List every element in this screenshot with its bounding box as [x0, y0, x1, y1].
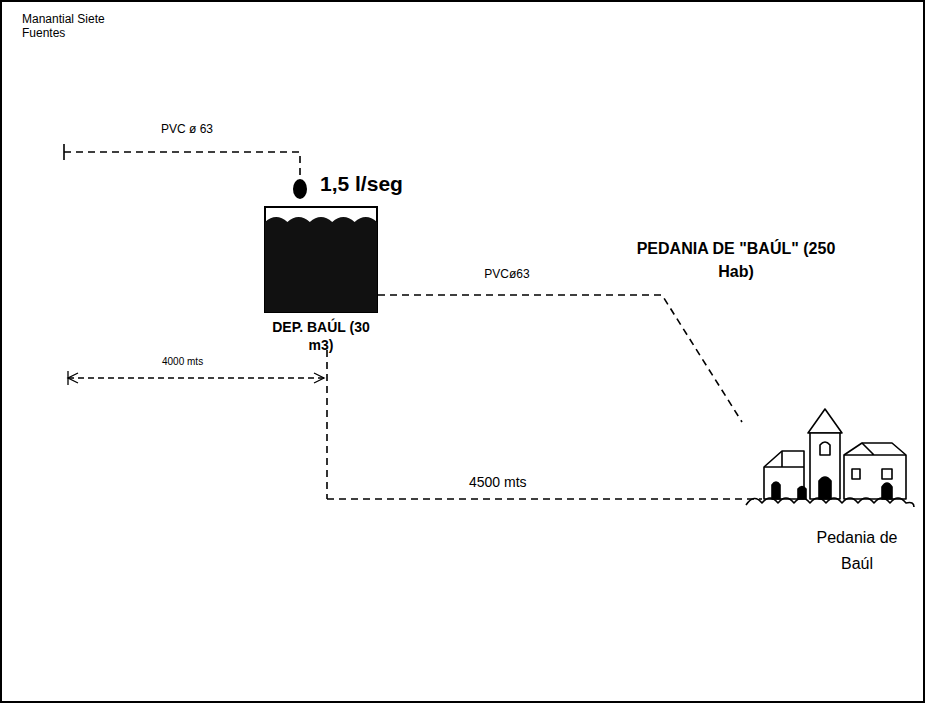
dimension-4500 [327, 350, 762, 499]
tank-node: DEP. BAÚL (30 m3) [264, 178, 378, 350]
dimension-4000 [68, 371, 324, 385]
village-illustration [746, 409, 914, 507]
tank-symbol [265, 179, 377, 312]
pipe-line [64, 152, 300, 178]
village-node: PEDANIA DE "BAÚL" (250 Hab)Pedania de Ba… [742, 407, 917, 509]
tank-name: DEP. BAÚL (30 m3) [271, 318, 371, 354]
pipe-line [378, 295, 742, 422]
village-heading: PEDANIA DE "BAÚL" (250 Hab) [630, 237, 842, 283]
spring-node: Manantial Siete Fuentes [22, 10, 122, 152]
pipe-label: PVCø63 [482, 268, 531, 282]
village-name: Pedania de Baúl [802, 525, 912, 576]
dimension-label: 4000 mts [160, 356, 205, 368]
flow-rate: 1,5 l/seg [318, 172, 405, 196]
spring-name: Manantial Siete Fuentes [22, 12, 122, 41]
pipe-label: PVC ø 63 [159, 123, 215, 137]
village-shape [742, 407, 917, 509]
dimension-label: 4500 mts [467, 474, 529, 490]
